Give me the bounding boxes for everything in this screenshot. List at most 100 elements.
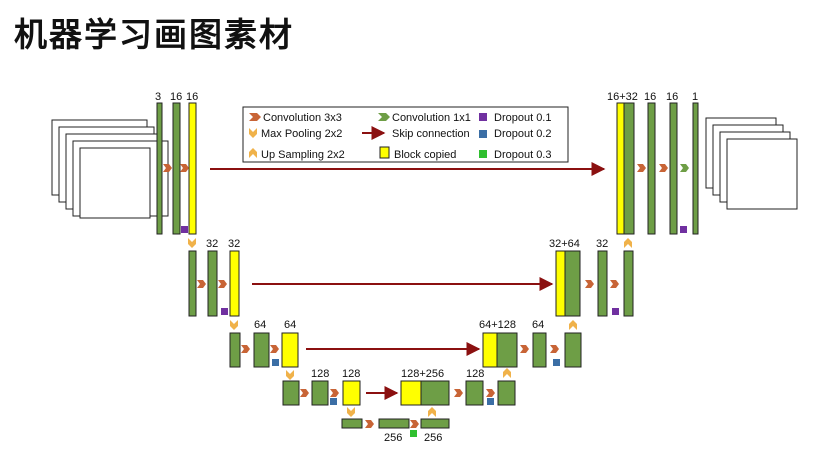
- conv3x3-arrow-icon: [454, 389, 463, 397]
- conv3x3-arrow-icon: [365, 420, 374, 428]
- feature-map-block: [378, 418, 410, 429]
- feature-map-block: [669, 102, 678, 235]
- bottleneck: 256 256: [341, 418, 450, 444]
- encoder-level-1: 3 16 16: [155, 91, 198, 248]
- input-image-stack: [51, 119, 169, 219]
- feature-map-block: [623, 250, 634, 317]
- feature-map-block: [400, 380, 423, 406]
- feature-map-block: [207, 250, 218, 317]
- conv3x3-arrow-icon: [300, 389, 309, 397]
- channel-label: 64+128: [479, 319, 516, 331]
- upsampling-arrow-icon: [569, 320, 577, 330]
- conv3x3-arrow-icon: [249, 113, 261, 121]
- feature-map-block: [564, 250, 581, 317]
- legend-skip: Skip connection: [392, 128, 470, 140]
- channel-label: 3: [155, 91, 161, 103]
- conv3x3-arrow-icon: [197, 280, 206, 288]
- feature-map-block: [253, 332, 270, 368]
- channel-label: 128+256: [401, 368, 444, 380]
- dropout-01-icon: [612, 308, 619, 315]
- dropout-01-icon: [221, 308, 228, 315]
- feature-map-block: [497, 380, 516, 406]
- feature-map-block: [482, 332, 499, 368]
- dropout-02-icon: [330, 398, 337, 405]
- maxpool-arrow-icon: [347, 407, 355, 417]
- channel-label: 32: [596, 238, 608, 250]
- channel-label: 32: [228, 238, 240, 250]
- conv3x3-arrow-icon: [410, 420, 419, 428]
- legend-dropout-01: Dropout 0.1: [494, 112, 551, 124]
- feature-map-block: [172, 102, 181, 235]
- conv3x3-arrow-icon: [520, 345, 529, 353]
- conv3x3-arrow-icon: [637, 164, 646, 172]
- feature-map-block: [311, 380, 329, 406]
- channel-label: 256: [384, 432, 402, 444]
- feature-map-block: [420, 380, 450, 406]
- channel-label: 16: [186, 91, 198, 103]
- channel-label: 16+32: [607, 91, 638, 103]
- feature-map-block: [465, 380, 484, 406]
- dropout-03-icon: [479, 150, 487, 158]
- dropout-01-icon: [181, 226, 188, 233]
- conv3x3-arrow-icon: [180, 164, 189, 172]
- legend-dropout-02: Dropout 0.2: [494, 128, 551, 140]
- dropout-03-icon: [410, 430, 417, 437]
- output-image-stack: [705, 117, 798, 210]
- feature-map-block: [229, 332, 241, 368]
- feature-map-block: [597, 250, 608, 317]
- decoder-level-3: 64+128 64: [479, 319, 582, 368]
- feature-map-block: [496, 332, 518, 368]
- legend-conv1x1: Convolution 1x1: [392, 112, 471, 124]
- conv3x3-arrow-icon: [585, 280, 594, 288]
- feature-map-block: [647, 102, 656, 235]
- conv1x1-arrow-icon: [378, 113, 390, 121]
- feature-map-block: [341, 418, 363, 429]
- decoder-level-1: 16+32 16 16 1: [607, 91, 699, 235]
- encoder-level-2: 32 32: [188, 238, 240, 330]
- upsampling-arrow-icon: [624, 238, 632, 248]
- channel-label: 128: [311, 368, 329, 380]
- conv3x3-arrow-icon: [659, 164, 668, 172]
- dropout-02-icon: [479, 130, 487, 138]
- legend-upsampling: Up Sampling 2x2: [261, 149, 345, 161]
- upsampling-arrow-icon: [428, 407, 436, 417]
- dropout-02-icon: [272, 359, 279, 366]
- conv3x3-arrow-icon: [550, 345, 559, 353]
- decoder-level-4: 128+256 128: [400, 368, 516, 417]
- conv3x3-arrow-icon: [218, 280, 227, 288]
- legend-dropout-03: Dropout 0.3: [494, 149, 551, 161]
- feature-map-block: [342, 380, 361, 406]
- maxpool-arrow-icon: [286, 370, 294, 380]
- dropout-01-icon: [680, 226, 687, 233]
- feature-map-block: [420, 418, 450, 429]
- conv1x1-arrow-icon: [680, 164, 689, 172]
- maxpool-arrow-icon: [249, 128, 257, 138]
- maxpool-arrow-icon: [230, 320, 238, 330]
- dropout-01-icon: [479, 113, 487, 121]
- encoder-level-3: 64 64: [229, 319, 299, 380]
- feature-map-block: [156, 102, 163, 235]
- channel-label: 16: [644, 91, 656, 103]
- feature-map-block: [532, 332, 547, 368]
- conv3x3-arrow-icon: [241, 345, 250, 353]
- dropout-02-icon: [553, 359, 560, 366]
- block-copied-icon: [379, 146, 390, 159]
- legend-box: [242, 106, 569, 163]
- channel-label: 32+64: [549, 238, 580, 250]
- skip-connections: [210, 162, 606, 400]
- feature-map-block: [229, 250, 240, 317]
- channel-label: 64: [532, 319, 544, 331]
- channel-label: 32: [206, 238, 218, 250]
- channel-label: 64: [254, 319, 266, 331]
- feature-map-block: [281, 332, 299, 368]
- legend-block-copied: Block copied: [394, 149, 456, 161]
- page-title: 机器学习画图素材: [14, 15, 294, 54]
- conv3x3-arrow-icon: [163, 164, 172, 172]
- feature-map-block: [623, 102, 635, 235]
- upsampling-arrow-icon: [249, 148, 257, 158]
- feature-map-block: [692, 102, 699, 235]
- channel-label: 16: [170, 91, 182, 103]
- channel-label: 64: [284, 319, 296, 331]
- decoder-level-2: 32+64 32: [549, 238, 634, 317]
